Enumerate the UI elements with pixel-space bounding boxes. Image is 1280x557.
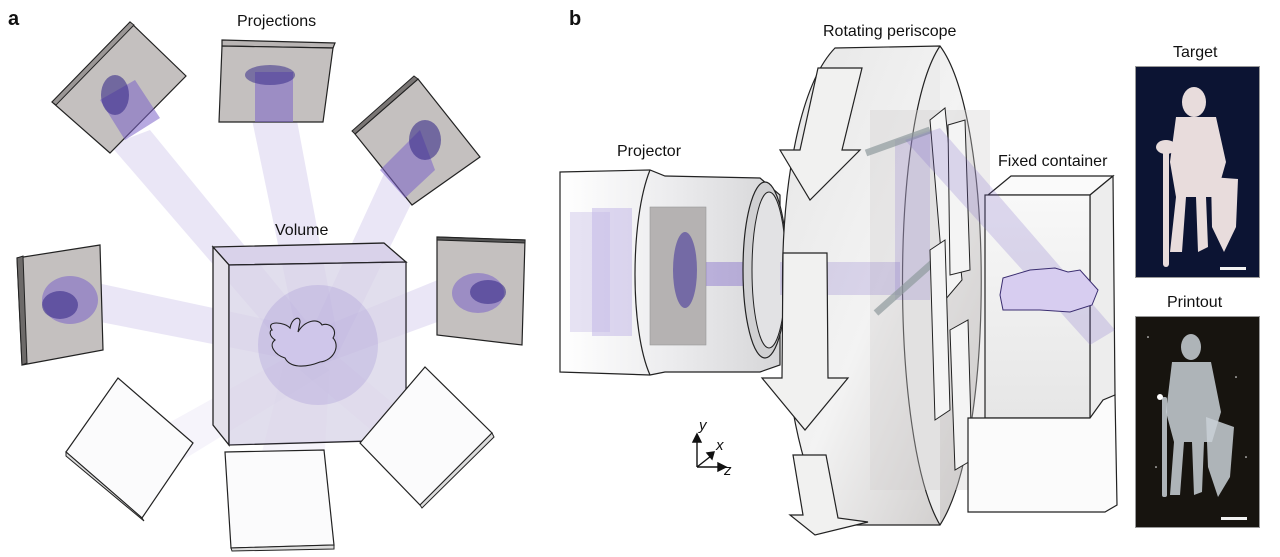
projector bbox=[559, 169, 788, 376]
printout-scale-bar bbox=[1221, 517, 1247, 520]
target-title: Target bbox=[1173, 44, 1218, 61]
target-scale-bar bbox=[1220, 267, 1246, 270]
panel-b-letter: b bbox=[569, 8, 582, 30]
panel-a-diagram bbox=[16, 21, 526, 552]
projector-beam bbox=[706, 262, 786, 286]
empty-plate-bottom bbox=[224, 449, 335, 552]
projections-label: Projections bbox=[237, 13, 317, 30]
volume-label: Volume bbox=[275, 222, 329, 239]
projection-plate-left bbox=[16, 244, 104, 366]
fixed-container-label: Fixed container bbox=[998, 153, 1108, 170]
rotation-arrow-middle bbox=[760, 252, 850, 431]
printout-photo bbox=[1135, 316, 1260, 528]
rotating-periscope-label: Rotating periscope bbox=[823, 23, 957, 40]
projection-plate-top-left bbox=[51, 21, 187, 154]
empty-plate-bottom-right bbox=[359, 366, 495, 509]
object-silhouette bbox=[269, 317, 337, 367]
volume-cube bbox=[211, 242, 408, 447]
projector-slide bbox=[649, 206, 707, 346]
printout-title: Printout bbox=[1167, 294, 1223, 311]
target-figurine bbox=[1156, 87, 1238, 267]
projection-plate-right bbox=[436, 236, 526, 346]
periscope-mirror-bottom bbox=[873, 255, 941, 316]
projection-plate-top-right bbox=[351, 75, 481, 206]
projector-lens bbox=[742, 181, 788, 359]
rotation-arrow-top bbox=[778, 67, 863, 201]
panel-a-letter: a bbox=[8, 8, 20, 30]
fixed-container bbox=[905, 128, 1118, 513]
periscope-mirror-top bbox=[864, 126, 932, 157]
projector-label: Projector bbox=[617, 143, 682, 160]
axis-z-label: z bbox=[724, 462, 732, 479]
rotating-periscope bbox=[760, 45, 990, 536]
rotation-arrow-bottom bbox=[788, 454, 869, 536]
axis-x-label: x bbox=[716, 437, 724, 454]
printed-object bbox=[999, 267, 1099, 313]
target-photo bbox=[1135, 66, 1260, 278]
projection-plate-top bbox=[218, 39, 336, 123]
axis-y-label: y bbox=[699, 417, 707, 434]
printout-figurine bbox=[1147, 334, 1247, 497]
empty-plate-bottom-left bbox=[65, 377, 194, 522]
